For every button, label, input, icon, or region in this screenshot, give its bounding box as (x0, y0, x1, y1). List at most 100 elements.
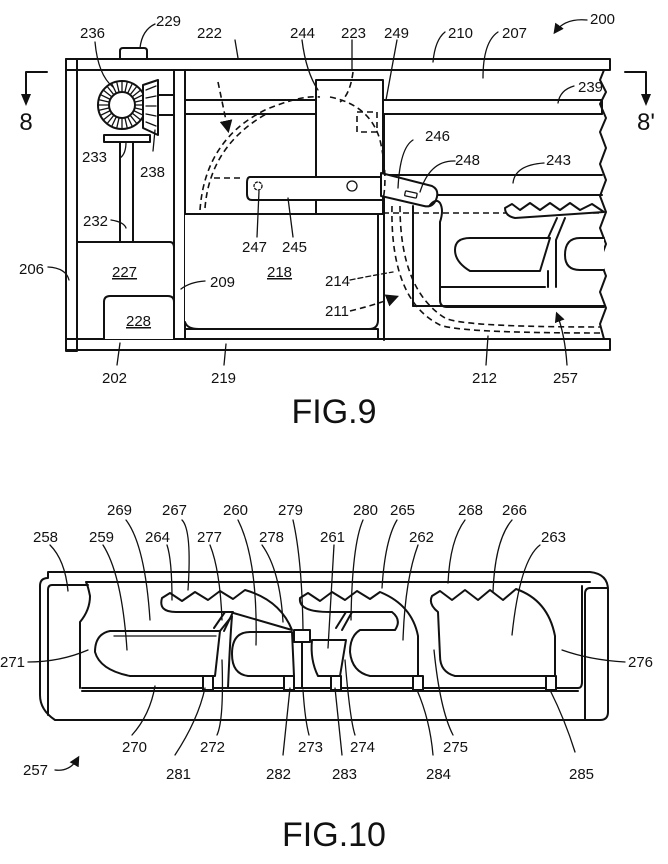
label-283: 283 (332, 766, 357, 783)
figure-9: 8 8' (19, 11, 655, 431)
gear-tooth (97, 99, 110, 103)
inner-floor-outline (79, 581, 591, 689)
label-278: 278 (259, 529, 284, 546)
label-261: 261 (320, 529, 345, 546)
arm-hole (346, 180, 358, 192)
label-228: 228 (126, 313, 151, 330)
inner-floor-bottom (81, 585, 583, 689)
label-268: 268 (458, 502, 483, 519)
path-214 (399, 205, 601, 328)
gear-tooth (110, 82, 118, 94)
label-270: 270 (122, 739, 147, 756)
gear-tooth (124, 117, 128, 130)
bevel-gear-238 (142, 79, 159, 136)
label-233: 233 (82, 149, 107, 166)
rack-teeth (504, 202, 605, 219)
gear-tooth (110, 116, 118, 128)
gear-tooth (133, 109, 145, 117)
gear-tooth (102, 112, 113, 121)
swing-path-223 (329, 96, 386, 201)
gear-tooth (106, 85, 115, 96)
label-272: 272 (200, 739, 225, 756)
label-222: 222 (197, 25, 222, 42)
arm-245 (246, 176, 384, 201)
section-label-8: 8 (19, 109, 32, 136)
shaft-coupling (157, 94, 175, 116)
label-210: 210 (448, 25, 473, 42)
swing-path-222 (199, 95, 321, 211)
label-259: 259 (89, 529, 114, 546)
label-236: 236 (80, 25, 105, 42)
section-label-8-prime: 8' (637, 109, 655, 136)
ratchet-arm-265 (298, 590, 419, 677)
left-wall-206 (65, 58, 78, 352)
label-214: 214 (325, 273, 350, 290)
leader-lines-fig9 (47, 19, 588, 366)
label-206: 206 (19, 261, 44, 278)
foot-285 (545, 675, 557, 691)
gear-tooth (124, 80, 128, 93)
lead-screw-239 (184, 99, 603, 115)
label-229: 229 (156, 13, 181, 30)
foot-282 (283, 675, 295, 691)
gear-tooth (126, 116, 134, 128)
figure-10-caption: FIG.10 (282, 816, 386, 854)
top-wall-210 (65, 58, 611, 71)
label-207: 207 (502, 25, 527, 42)
label-279: 279 (278, 502, 303, 519)
channel-258 (47, 584, 89, 716)
label-281: 281 (166, 766, 191, 783)
label-223: 223 (341, 25, 366, 42)
pawl-260 (231, 631, 295, 677)
label-257-fig10: 257 (23, 762, 48, 779)
gear-tooth (129, 85, 138, 96)
gear-tooth (99, 93, 111, 101)
label-246: 246 (425, 128, 450, 145)
label-260: 260 (223, 502, 248, 519)
path-211 (391, 205, 601, 334)
foot-281 (202, 675, 214, 691)
gear-tooth (131, 112, 142, 121)
label-248: 248 (455, 152, 480, 169)
lead-screw-239-right (382, 99, 603, 115)
pawl-body (454, 237, 551, 272)
bottom-wall-212 (65, 338, 611, 351)
channel-276-edge (584, 587, 609, 721)
tray-257 (412, 199, 605, 308)
label-245: 245 (282, 239, 307, 256)
battery-228 (103, 295, 175, 340)
floor-219 (184, 328, 379, 340)
label-285: 285 (569, 766, 594, 783)
label-219: 219 (211, 370, 236, 387)
latch-246 (380, 172, 439, 208)
figure-9-caption: FIG.9 (291, 393, 376, 431)
label-209: 209 (210, 274, 235, 291)
label-264: 264 (145, 529, 170, 546)
label-239: 239 (578, 79, 603, 96)
plate-233 (103, 134, 151, 143)
label-227: 227 (112, 264, 137, 281)
reference-numerals-fig10: 258 259 269 264 267 277 260 278 279 261 … (0, 502, 653, 783)
pawl-263 (429, 588, 556, 677)
pin-248 (404, 190, 418, 199)
leader-lines-fig10 (27, 519, 626, 771)
label-262: 262 (409, 529, 434, 546)
button-229 (119, 47, 148, 60)
figure-10: 258 259 269 264 267 277 260 278 279 261 … (0, 502, 653, 854)
gear-tooth (116, 80, 120, 93)
label-249: 249 (384, 25, 409, 42)
label-276: 276 (628, 654, 653, 671)
arrow-222 (217, 81, 233, 134)
label-265: 265 (390, 502, 415, 519)
gear-tooth (97, 107, 110, 111)
block-279 (293, 629, 311, 643)
label-212: 212 (472, 370, 497, 387)
pivot-247 (253, 181, 263, 191)
label-211: 211 (325, 303, 349, 320)
gear-tooth (126, 82, 134, 94)
gear-tooth (102, 89, 113, 98)
label-247: 247 (242, 239, 267, 256)
gear-tooth (106, 114, 115, 125)
label-266: 266 (502, 502, 527, 519)
